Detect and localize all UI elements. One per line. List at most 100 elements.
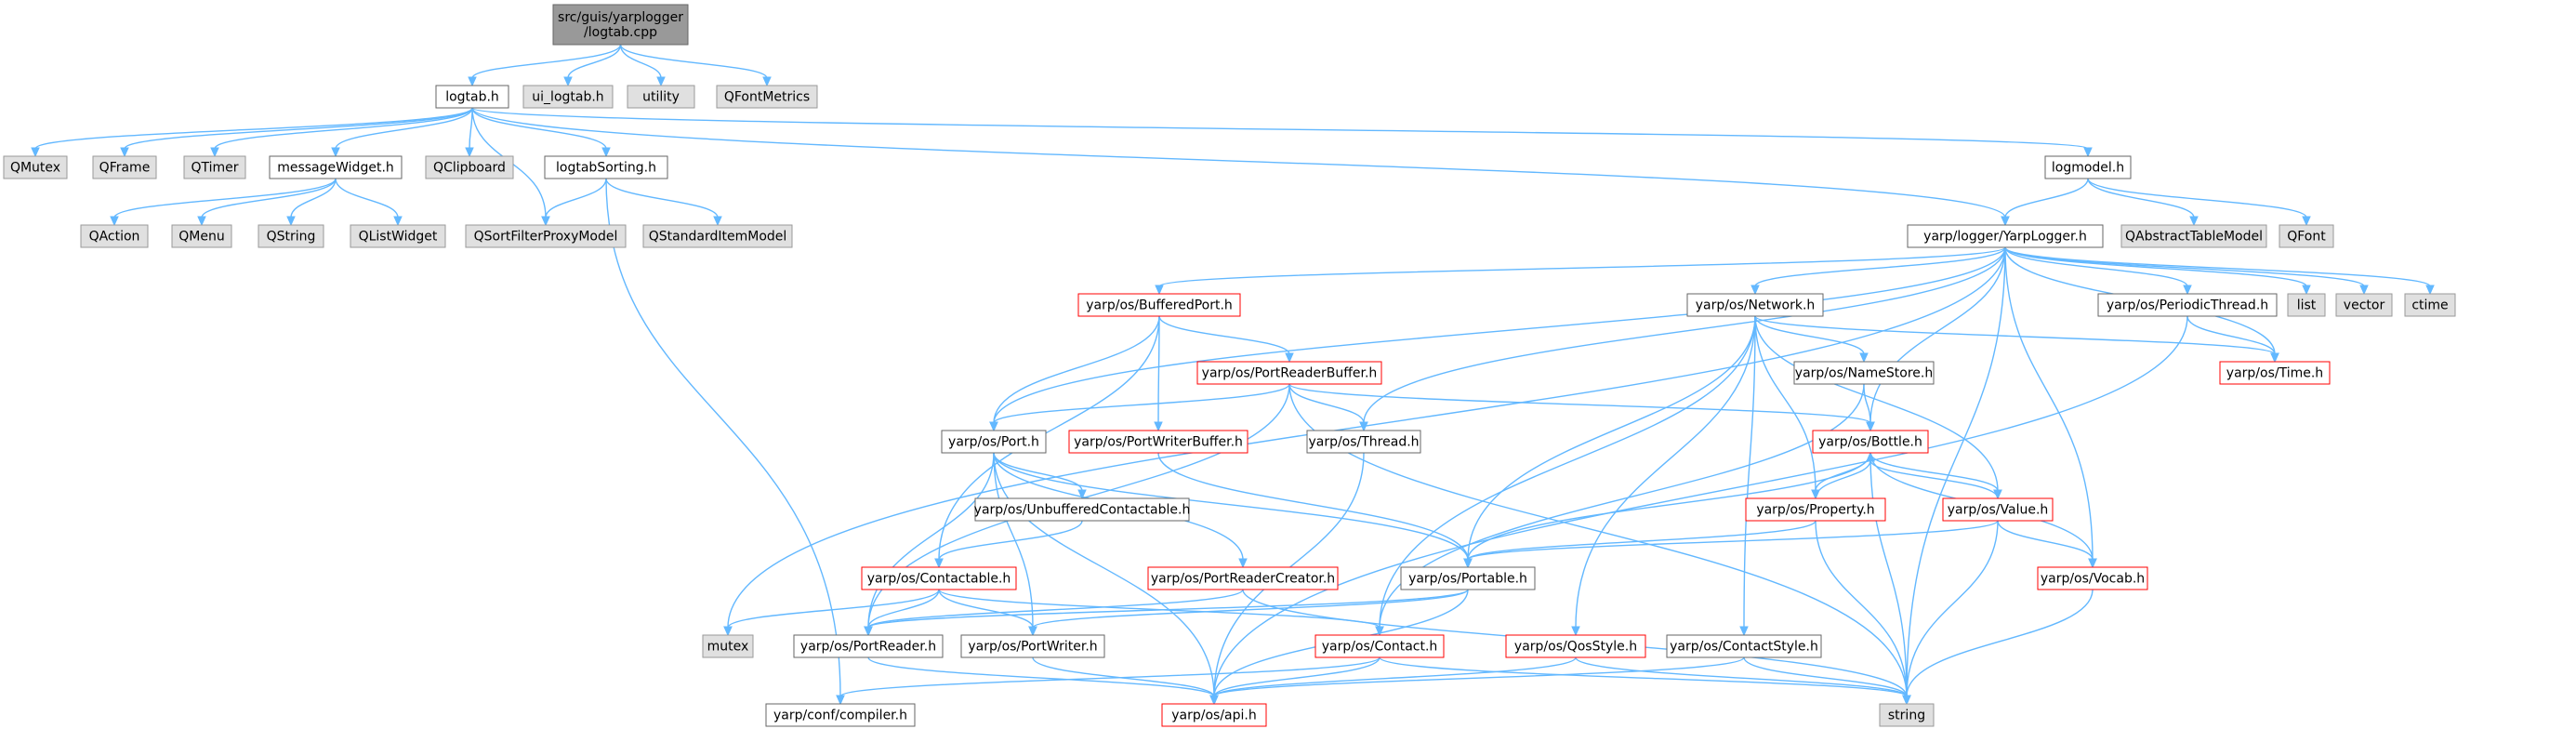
node-port-h[interactable]: yarp/os/Port.h [941,430,1047,454]
edge-line [1288,383,1871,424]
edge-messagewidget-h-to-qstring [286,178,337,227]
node-qosstyle-h[interactable]: yarp/os/QosStyle.h [1505,634,1646,658]
node-label: yarp/os/api.h [1171,709,1256,723]
node-portreader-h[interactable]: yarp/os/PortReader.h [793,634,944,658]
node-list: list [2287,293,2326,317]
edge-line [1754,315,1865,355]
node-property-h[interactable]: yarp/os/Property.h [1745,497,1886,522]
node-portwriter-h[interactable]: yarp/os/PortWriter.h [960,634,1105,658]
node-qsortfilterproxymodel: QSortFilterProxyModel [465,224,627,248]
edge-line [1032,589,1469,629]
arrowhead-icon [1859,352,1869,364]
node-thread-h[interactable]: yarp/os/Thread.h [1306,430,1421,454]
node-box [2044,155,2132,179]
node-logtabsorting-h[interactable]: logtabSorting.h [544,155,668,179]
node-label: yarp/logger/YarpLogger.h [1923,230,2087,245]
node-portwriterbuffer-h[interactable]: yarp/os/PortWriterBuffer.h [1068,430,1248,454]
edge-port-h-to-unbufferedcontactable-h [993,452,1087,500]
node-contactstyle-h[interactable]: yarp/os/ContactStyle.h [1666,634,1822,658]
edge-line [1213,315,2188,697]
edge-port-h-to-portwriter-h [993,452,1037,637]
node-label: mutex [707,640,749,655]
edge-logtab-cpp-to-ui-logtab-h [563,44,622,87]
arrowhead-icon [723,626,733,637]
node-contactable-h[interactable]: yarp/os/Contactable.h [861,566,1017,590]
edge-yarplogger-h-to-bufferedport-h [1155,246,2006,296]
edge-contactstyle-h-to-string [1743,656,1911,706]
edge-bottle-h-to-string [1869,452,1911,706]
node-logtab-h[interactable]: logtab.h [435,85,509,109]
arrowhead-icon [1209,695,1219,706]
edge-line [1467,520,1999,561]
edge-line [619,44,662,79]
node-box [1068,430,1248,454]
node-logmodel-h[interactable]: logmodel.h [2044,155,2132,179]
edge-line [993,383,1290,424]
node-network-h[interactable]: yarp/os/Network.h [1686,293,1824,317]
node-bufferedport-h[interactable]: yarp/os/BufferedPort.h [1077,293,1241,317]
node-qfont: QFont [2279,224,2334,248]
edge-line [471,107,2006,219]
node-messagewidget-h[interactable]: messageWidget.h [269,155,403,179]
node-logtab-cpp[interactable]: src/guis/yarplogger/logtab.cpp [552,4,689,46]
node-label: yarp/os/Value.h [1948,503,2049,518]
edge-line [290,178,337,219]
edge-yarplogger-h-to-network-h [1750,246,2006,296]
edge-line [1575,656,1908,697]
edge-contactable-h-to-portwriter-h [938,589,1037,637]
arrowhead-icon [989,421,998,432]
node-time-h[interactable]: yarp/os/Time.h [2219,361,2331,385]
edge-line [2087,178,2195,219]
edge-line [605,178,841,697]
edge-line [1379,315,1756,629]
node-qlistwidget: QListWidget [350,224,446,248]
node-qfontmetrics: QFontMetrics [716,85,818,109]
edge-line [1869,246,2006,424]
node-box [2219,361,2331,385]
node-contact-h[interactable]: yarp/os/Contact.h [1314,634,1445,658]
node-qframe: QFrame [92,155,157,179]
edge-vocab-h-to-string [1902,589,2094,706]
edge-line [1906,589,2094,697]
node-label: yarp/os/Property.h [1756,503,1874,518]
node-box [522,85,614,109]
node-value-h[interactable]: yarp/os/Value.h [1942,497,2054,522]
node-box [1147,566,1339,590]
edge-line [727,246,2006,629]
node-qabstracttablemodel: QAbstractTableModel [2120,224,2267,248]
node-api-h[interactable]: yarp/os/api.h [1161,703,1267,727]
node-string: string [1879,703,1935,727]
edge-logtabsorting-h-to-compiler-h [605,178,845,706]
node-yarplogger-h[interactable]: yarp/logger/YarpLogger.h [1907,224,2104,248]
node-box [1400,566,1536,590]
node-vocab-h[interactable]: yarp/os/Vocab.h [2037,566,2148,590]
edge-line [993,452,1215,697]
node-namestore-h[interactable]: yarp/os/NameStore.h [1793,361,1935,385]
node-label: QFontMetrics [724,90,810,105]
arrowhead-icon [465,147,474,158]
edge-bufferedport-h-to-port-h [989,315,1160,432]
edge-logtabsorting-h-to-qstandarditemmodel [605,178,722,227]
node-portreaderbuffer-h[interactable]: yarp/os/PortReaderBuffer.h [1196,361,1382,385]
node-portable-h[interactable]: yarp/os/Portable.h [1400,566,1536,590]
edge-line [214,107,473,150]
node-label: yarp/os/Time.h [2226,366,2323,381]
node-label: yarp/os/Vocab.h [2041,572,2145,587]
edge-line [1869,452,1908,697]
node-unbufferedcontactable-h[interactable]: yarp/os/UnbufferedContactable.h [974,497,1191,522]
node-vector: vector [2335,293,2393,317]
node-qstandarditemmodel: QStandardItemModel [642,224,793,248]
arrowhead-icon [468,76,477,87]
node-periodicthread-h[interactable]: yarp/os/PeriodicThread.h [2097,293,2278,317]
arrowhead-icon [1902,695,1911,706]
node-box [1745,497,1886,522]
node-bottle-h[interactable]: yarp/os/Bottle.h [1812,430,1929,454]
node-compiler-h[interactable]: yarp/conf/compiler.h [765,703,916,727]
edge-qosstyle-h-to-string [1575,656,1911,706]
node-label: logtabSorting.h [556,161,656,176]
arrowhead-icon [31,147,40,158]
arrowhead-icon [2083,147,2093,158]
node-portreadercreator-h[interactable]: yarp/os/PortReaderCreator.h [1147,566,1339,590]
node-label: yarp/os/PeriodicThread.h [2107,298,2268,313]
